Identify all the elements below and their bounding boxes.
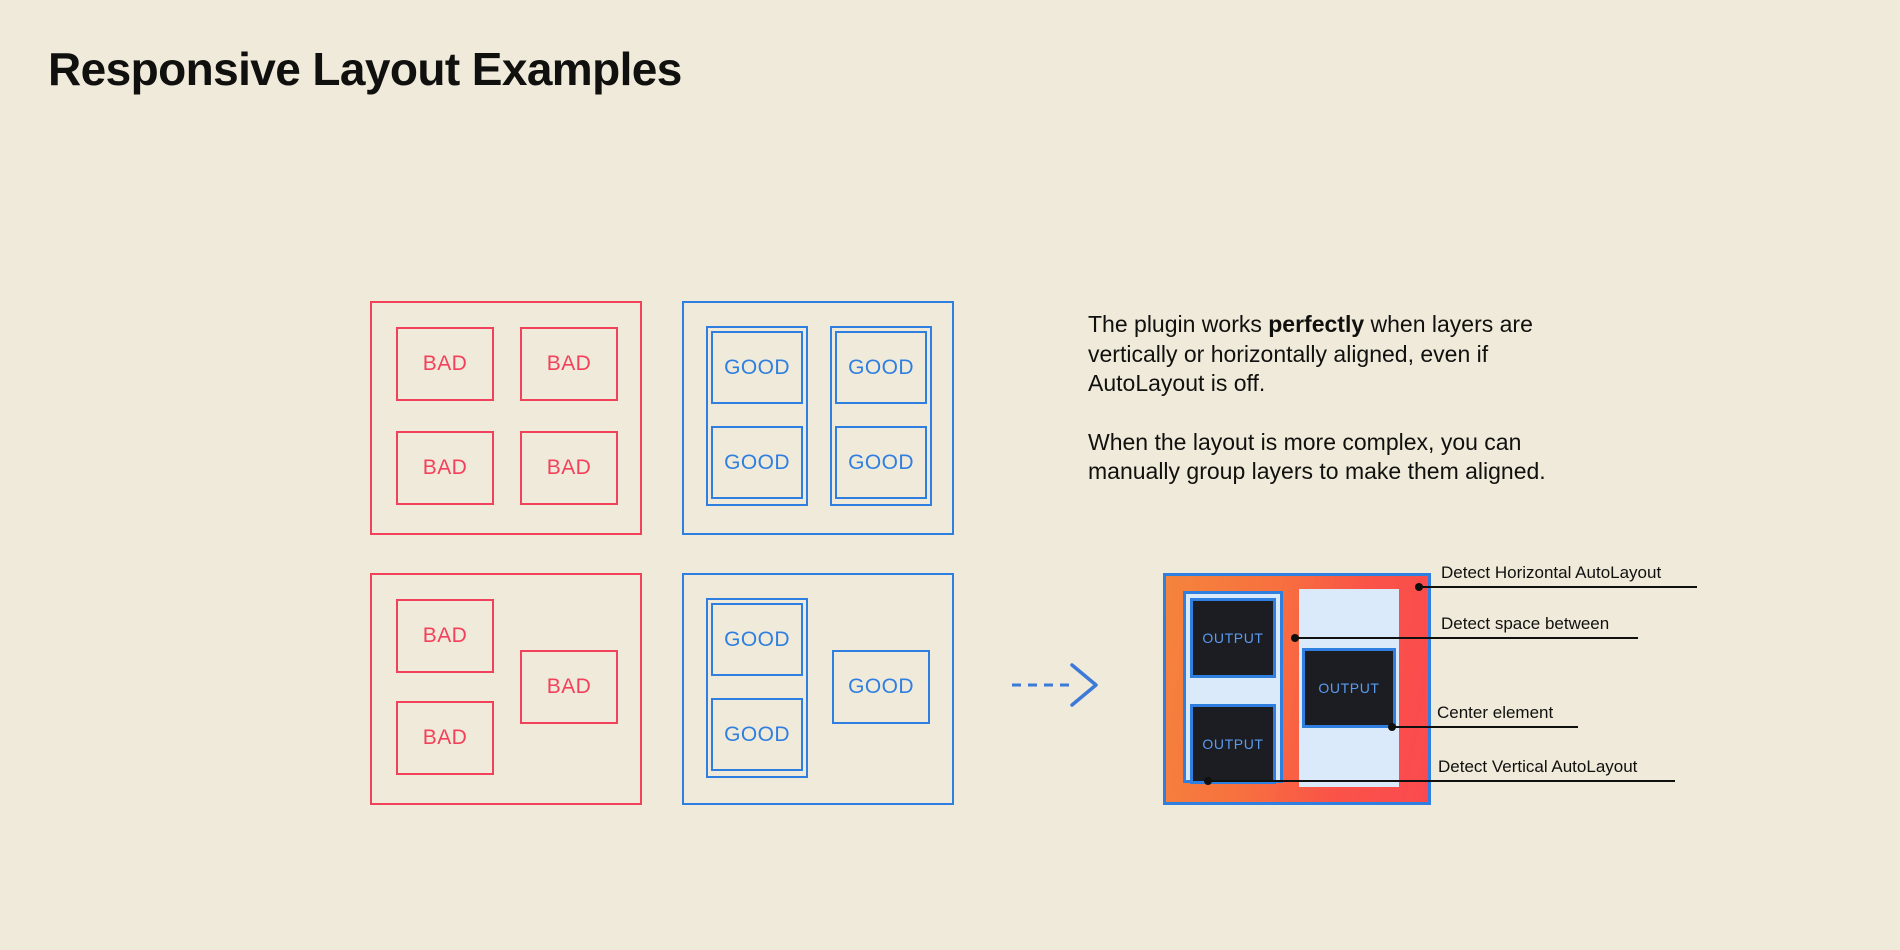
paragraph-1-tail: when layers are vertically or horizontal… <box>1088 311 1533 396</box>
bad-grid-cell: BAD <box>520 431 618 505</box>
cell-label: BAD <box>422 456 468 479</box>
paragraph-1: The plugin works perfectly when layers a… <box>1088 310 1558 399</box>
bad-complex-cell: BAD <box>396 701 494 775</box>
cell-label: BAD <box>422 352 468 375</box>
bad-complex-cell: BAD <box>396 599 494 673</box>
output-block: OUTPUT <box>1190 598 1276 678</box>
vertical-group: OUTPUT OUTPUT <box>1183 591 1283 784</box>
good-complex-cell: GOOD <box>711 698 803 771</box>
good-complex-group-left: GOOD GOOD <box>706 598 808 778</box>
centered-group: OUTPUT <box>1299 589 1399 787</box>
good-complex-cell: GOOD <box>832 650 930 724</box>
output-block: OUTPUT <box>1190 704 1276 784</box>
callout-label: Detect Vertical AutoLayout <box>1438 757 1638 776</box>
good-grid-cell: GOOD <box>835 331 927 404</box>
figure-inner: OUTPUT OUTPUT OUTPUT <box>1171 581 1423 797</box>
callout-label: Detect space between <box>1441 614 1610 633</box>
cell-label: GOOD <box>724 355 790 379</box>
callout-line <box>1208 780 1675 782</box>
page-title: Responsive Layout Examples <box>48 43 682 95</box>
good-complex-cell: GOOD <box>711 603 803 676</box>
bad-complex-example: BAD BAD BAD <box>370 573 642 805</box>
callout-line <box>1392 726 1578 728</box>
output-label: OUTPUT <box>1202 736 1264 752</box>
paragraph-1-lead: The plugin works <box>1088 311 1269 337</box>
dashed-arrow-right-icon <box>1012 660 1102 710</box>
output-block: OUTPUT <box>1302 648 1396 728</box>
good-grid-group-right: GOOD GOOD <box>830 326 932 506</box>
output-label: OUTPUT <box>1202 630 1264 646</box>
cell-label: GOOD <box>848 355 914 379</box>
description-text: The plugin works perfectly when layers a… <box>1088 310 1558 516</box>
good-complex-example: GOOD GOOD GOOD <box>682 573 954 805</box>
cell-label: BAD <box>422 624 468 647</box>
bad-grid-cell: BAD <box>396 431 494 505</box>
bad-grid-cell: BAD <box>396 327 494 401</box>
cell-label: BAD <box>546 675 592 698</box>
paragraph-1-emphasis: perfectly <box>1268 311 1365 337</box>
autolayout-detection-figure: OUTPUT OUTPUT OUTPUT <box>1163 573 1431 805</box>
cell-label: GOOD <box>724 722 790 746</box>
callout-line <box>1419 586 1697 588</box>
cell-label: GOOD <box>724 450 790 474</box>
good-grid-example: GOOD GOOD GOOD GOOD <box>682 301 954 535</box>
paragraph-2: When the layout is more complex, you can… <box>1088 428 1546 485</box>
cell-label: GOOD <box>848 675 914 698</box>
cell-label: BAD <box>546 456 592 479</box>
good-grid-cell: GOOD <box>711 426 803 499</box>
output-label: OUTPUT <box>1318 680 1380 696</box>
cell-label: GOOD <box>724 627 790 651</box>
good-grid-group-left: GOOD GOOD <box>706 326 808 506</box>
bad-grid-cell: BAD <box>520 327 618 401</box>
cell-label: BAD <box>546 352 592 375</box>
bad-grid-example: BAD BAD BAD BAD <box>370 301 642 535</box>
cell-label: GOOD <box>848 450 914 474</box>
good-grid-cell: GOOD <box>835 426 927 499</box>
good-grid-cell: GOOD <box>711 331 803 404</box>
callout-label: Center element <box>1437 703 1554 722</box>
cell-label: BAD <box>422 726 468 749</box>
bad-complex-cell: BAD <box>520 650 618 724</box>
callout-label: Detect Horizontal AutoLayout <box>1441 563 1662 582</box>
callout-line <box>1295 637 1638 639</box>
